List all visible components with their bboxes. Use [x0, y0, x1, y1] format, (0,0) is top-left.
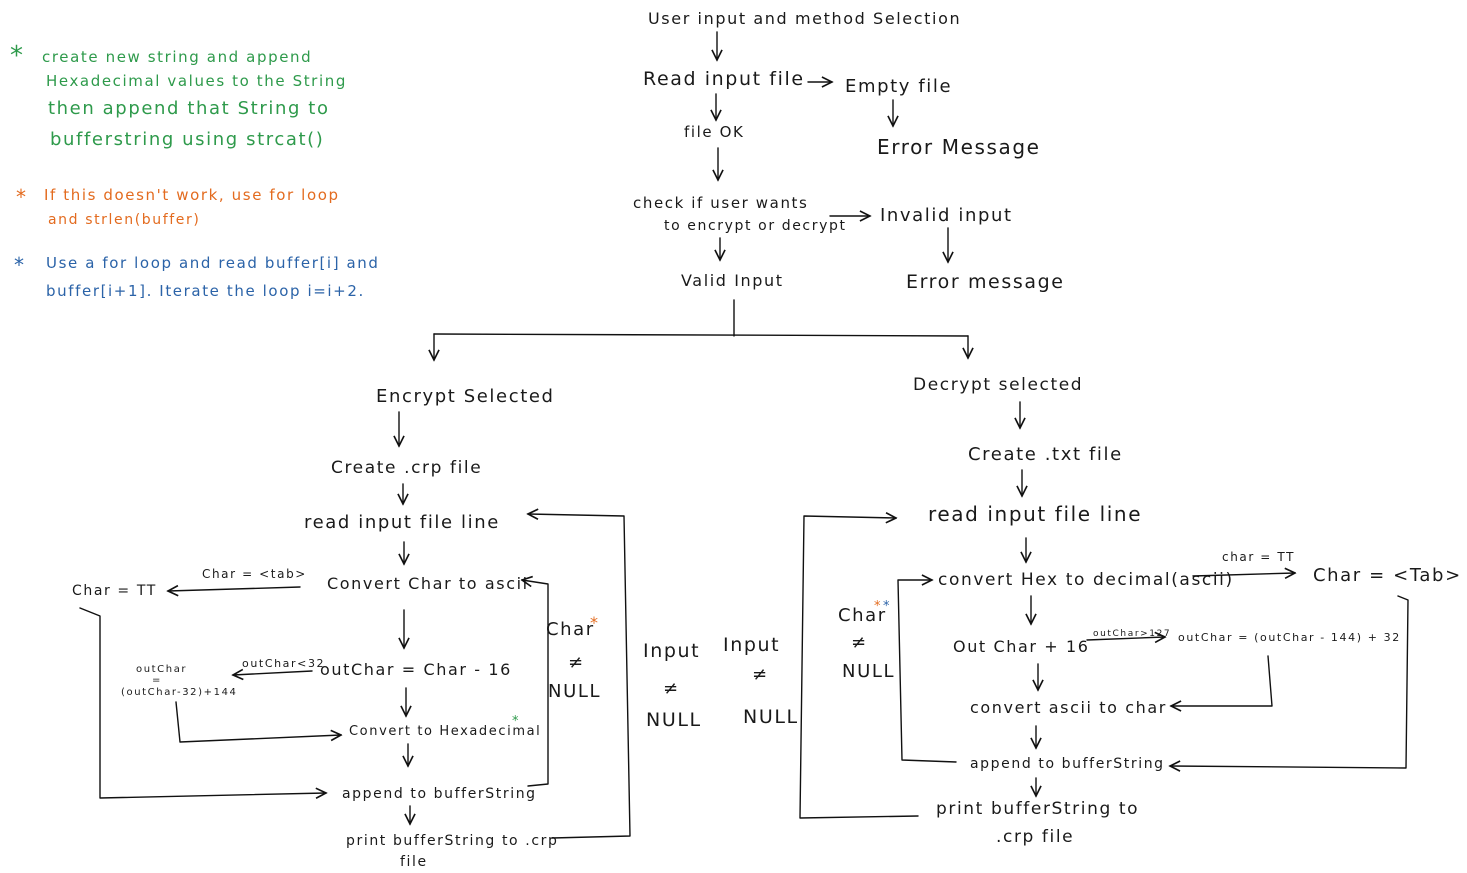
mid-ne-1: ≠	[663, 678, 680, 699]
arrow-convert-to-char-tt	[168, 587, 301, 591]
decrypt-branch: Decrypt selected Create .txt file read i…	[799, 375, 1462, 847]
mid-input-1: Input	[643, 640, 700, 662]
decrypt-print-line-2: .crp file	[996, 827, 1074, 847]
encrypt-append: append to bufferString	[342, 786, 537, 802]
green-note-line-3: then append that String to	[48, 98, 330, 119]
encrypt-inner-loop	[522, 580, 549, 787]
decrypt-print-line-1: print bufferString to	[936, 799, 1139, 819]
node-invalid: Invalid input	[880, 205, 1013, 226]
decrypt-inner-loop	[897, 580, 957, 763]
blue-note-line-2: buffer[i+1]. Iterate the loop i=i+2.	[46, 282, 365, 300]
node-error-2: Error message	[906, 271, 1065, 293]
encrypt-loop-ne: ≠	[568, 652, 585, 673]
decrypt-loop-null: NULL	[842, 661, 895, 682]
orange-note-line-2: and strlen(buffer)	[48, 212, 200, 228]
orange-note-line-1: If this doesn't work, use for loop	[44, 186, 340, 204]
encrypt-read: read input file line	[304, 512, 500, 533]
decrypt-outer-loop	[799, 516, 919, 819]
decrypt-title: Decrypt selected	[913, 375, 1083, 395]
encrypt-to-hex: Convert to Hexadecimal	[349, 724, 541, 739]
split-bar	[433, 333, 969, 337]
encrypt-title: Encrypt Selected	[376, 386, 555, 407]
encrypt-char-tt: Char = TT	[72, 583, 157, 599]
blue-note-line-1: Use a for loop and read buffer[i] and	[46, 254, 380, 272]
arrow-char-tt-to-append	[79, 607, 326, 798]
node-check-line-2: to encrypt or decrypt	[664, 218, 847, 234]
decrypt-char-tab: Char = <Tab>	[1313, 565, 1462, 586]
arrow-wrap-to-char-d	[1171, 655, 1273, 706]
mid-input-2: Input	[723, 634, 780, 656]
decrypt-gt127-condition: outChar>127	[1093, 629, 1171, 639]
decrypt-tt-condition: char = TT	[1222, 550, 1295, 564]
decrypt-append: append to bufferString	[970, 756, 1165, 772]
mid-null-1: NULL	[646, 709, 702, 731]
decrypt-wrap: outChar = (outChar - 144) + 32	[1178, 631, 1401, 644]
encrypt-create: Create .crp file	[331, 458, 482, 478]
green-note-line-4: bufferstring using strcat()	[50, 129, 324, 150]
green-note-star: *	[10, 41, 23, 71]
encrypt-loop-star: *	[590, 613, 598, 632]
mid-ne-2: ≠	[752, 664, 769, 685]
notes-panel: * create new string and append Hexadecim…	[10, 41, 380, 300]
encrypt-outchar: outChar = Char - 16	[320, 660, 512, 679]
green-note-line-2: Hexadecimal values to the String	[46, 72, 347, 90]
arrow-char-tab-to-append	[1170, 595, 1409, 768]
encrypt-wrap-line-3: (outChar-32)+144	[121, 687, 238, 698]
decrypt-loop-char: Char	[838, 605, 887, 626]
node-file-ok: file OK	[684, 123, 744, 141]
mid-null-2: NULL	[743, 706, 799, 728]
decrypt-to-char: convert ascii to char	[970, 698, 1167, 717]
arrow-outchar-to-wrap-d	[1086, 637, 1165, 640]
encrypt-branch: Encrypt Selected Create .crp file read i…	[72, 386, 631, 870]
arrow-wrap-to-hex	[175, 701, 341, 743]
encrypt-lt32-condition: outChar<32	[242, 657, 325, 670]
encrypt-print-line-2: file	[400, 854, 428, 870]
node-error-1: Error Message	[877, 135, 1041, 159]
decrypt-loop-star-blue: *	[883, 599, 890, 614]
node-empty-file: Empty file	[845, 76, 952, 97]
orange-note-star: *	[16, 185, 26, 209]
encrypt-print-line-1: print bufferString to .crp	[346, 833, 558, 849]
decrypt-loop-star-orange: *	[874, 599, 881, 614]
encrypt-hex-star: *	[512, 714, 519, 729]
encrypt-wrap-line-1: outChar	[136, 664, 187, 675]
node-read-file: Read input file	[643, 68, 805, 90]
decrypt-outchar: Out Char + 16	[953, 637, 1090, 656]
green-note-line-1: create new string and append	[42, 48, 312, 66]
arrow-outchar-to-wrap	[233, 671, 313, 675]
middle-labels: Input ≠ NULL Input ≠ NULL	[643, 634, 799, 731]
encrypt-tab-condition: Char = <tab>	[202, 567, 307, 581]
arrow-convert-to-char-tab	[1192, 573, 1295, 576]
node-start: User input and method Selection	[648, 9, 961, 28]
encrypt-convert-ascii: Convert Char to ascii	[327, 574, 529, 593]
encrypt-loop-null: NULL	[548, 681, 601, 702]
encrypt-outer-loop	[528, 514, 631, 839]
encrypt-loop-char: Char	[546, 619, 595, 640]
decrypt-loop-ne: ≠	[851, 632, 868, 653]
node-valid: Valid Input	[681, 271, 784, 290]
decrypt-read: read input file line	[928, 502, 1142, 526]
top-section: User input and method Selection Read inp…	[433, 9, 1065, 360]
decrypt-create: Create .txt file	[968, 444, 1123, 465]
node-check-line-1: check if user wants	[633, 194, 808, 212]
decrypt-convert-hex: convert Hex to decimal(ascii)	[938, 570, 1234, 590]
encrypt-wrap-line-2: =	[152, 675, 162, 686]
blue-note-star: *	[14, 253, 24, 277]
